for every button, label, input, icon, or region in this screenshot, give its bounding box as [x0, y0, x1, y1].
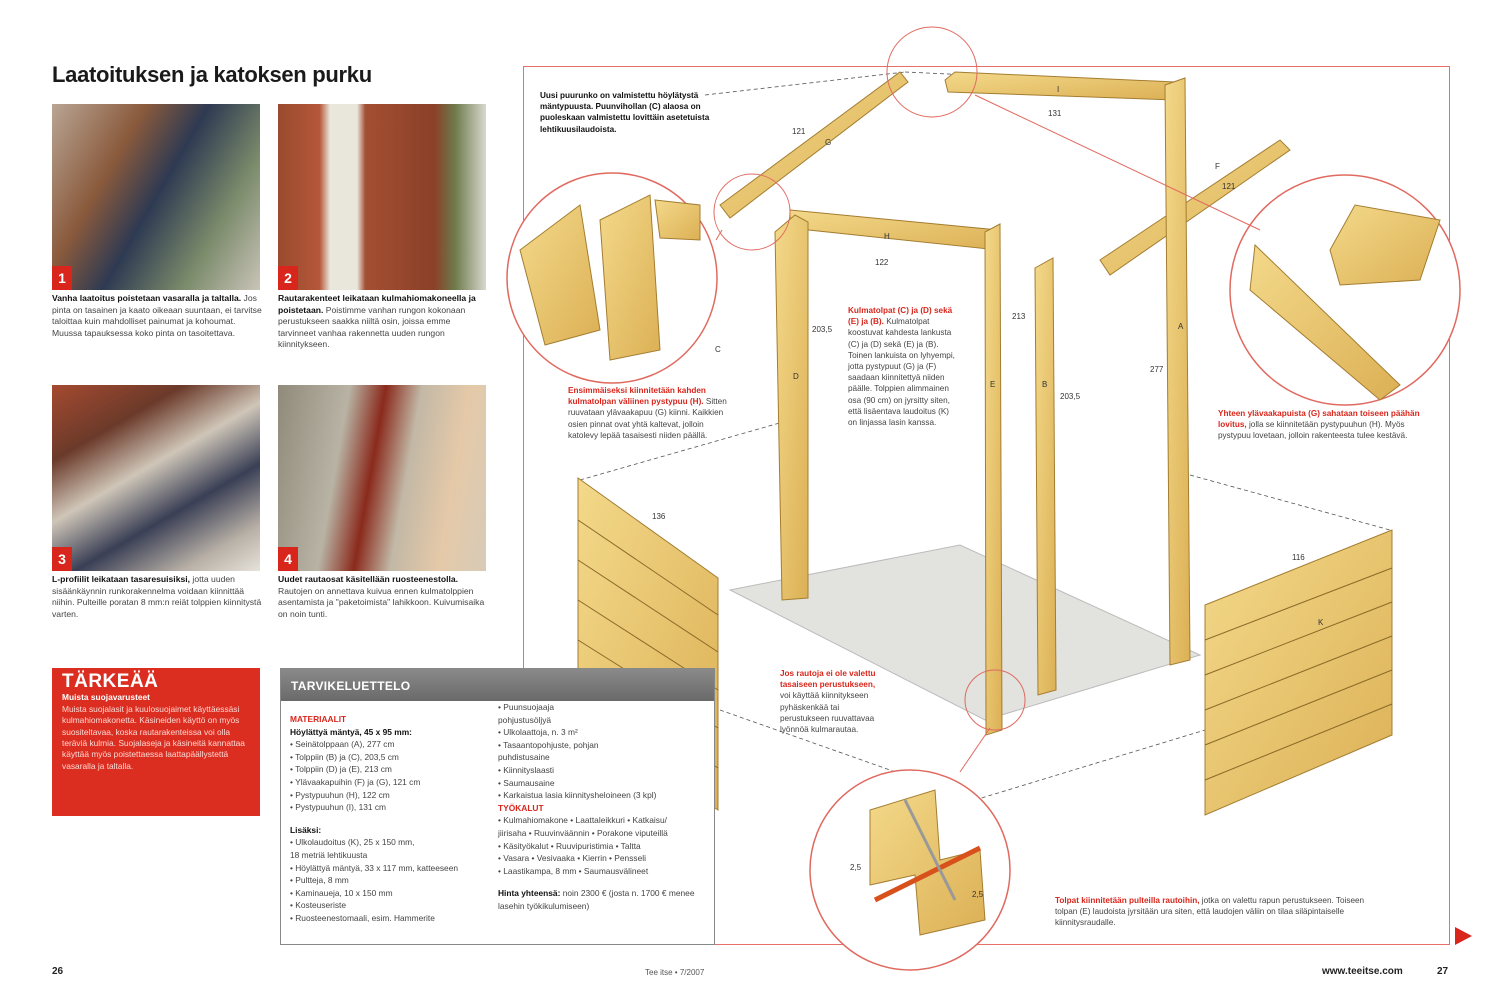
list-item: • Ulkolaattoja, n. 3 m² — [498, 727, 578, 738]
list-item: • Tolppiin (D) ja (E), 213 cm — [290, 764, 392, 775]
label-G: G — [825, 138, 832, 147]
page-number-right: 27 — [1437, 966, 1449, 977]
list-item: • Karkaistua lasia kiinnitysheloineen (3… — [498, 790, 657, 801]
dim-116: 116 — [1292, 553, 1305, 562]
list-item: • Ylävaakapuihin (F) ja (G), 121 cm — [290, 776, 421, 787]
photo-3-grinding-profile: 3 — [52, 385, 260, 571]
annotation-step1: Ensimmäiseksi kiinnitetään kahden kulmat… — [568, 386, 727, 440]
concrete-floor — [728, 544, 1202, 721]
list-item: • Käsityökalut • Ruuvipuristimia • Taltt… — [498, 840, 641, 851]
list-item: puhdistusaine — [498, 752, 550, 763]
label-D: D — [793, 372, 799, 381]
website-link[interactable]: www.teeitse.com — [1322, 966, 1403, 977]
photo-number: 3 — [52, 547, 72, 571]
dim-136: 136 — [652, 512, 666, 521]
dim-2-5-b: 2,5 — [972, 890, 984, 899]
wood-label: Höylättyä mäntyä, 45 x 95 mm: — [290, 726, 412, 737]
photo-2-cutting-iron: 2 — [278, 104, 486, 290]
dim-131: 131 — [1048, 109, 1062, 118]
materials-right-column: • Puunsuojaaja pohjustusöljyä • Ulkolaat… — [498, 701, 710, 913]
post-A — [1164, 77, 1191, 666]
tools-label: TYÖKALUT — [498, 802, 544, 813]
list-item: • Laastikampa, 8 mm • Saumausvälineet — [498, 865, 649, 876]
dim-2-5-a: 2,5 — [850, 863, 862, 872]
list-item: • Kaminaueja, 10 x 150 mm — [290, 887, 393, 898]
list-item: • Pultteja, 8 mm — [290, 875, 349, 886]
important-subtitle: Muista suojavarusteet — [62, 692, 150, 703]
list-item: • Kosteuseriste — [290, 900, 346, 911]
dim-277: 277 — [1150, 365, 1164, 374]
dim-203-5-right: 203,5 — [1060, 392, 1081, 401]
list-item: pohjustusöljyä — [498, 714, 552, 725]
photo-caption-2: Rautarakenteet leikataan kulmahiomakonee… — [278, 293, 476, 350]
diagram-frame — [523, 66, 1450, 945]
list-item: • Saumausaine — [498, 777, 555, 788]
photo-4-painting-rustproof: 4 — [278, 385, 486, 571]
photo-number: 2 — [278, 266, 298, 290]
photo-caption-3: L-profiilit leikataan tasaresuisiksi, jo… — [52, 574, 262, 619]
list-item: • Tolppiin (B) ja (C), 203,5 cm — [290, 751, 399, 762]
beam-F — [1099, 139, 1291, 276]
list-item: • Pystypuuhun (I), 131 cm — [290, 802, 387, 813]
annotation-corner-posts: Kulmatolpat (C) ja (D) sekä (E) ja (B). … — [848, 306, 955, 428]
label-A: A — [1178, 322, 1184, 331]
materials-list-box: TARVIKELUETTELO MATERIAALIT Höylättyä mä… — [280, 668, 715, 945]
annotation-iron: Jos rautoja ei ole valettu tasaiseen per… — [780, 669, 876, 735]
post-E — [984, 223, 1003, 736]
list-item: • Kulmahiomakone • Laattaleikkuri • Katk… — [498, 815, 667, 826]
magazine-name: Tee itse • 7/2007 — [645, 968, 705, 977]
dim-203-5-left: 203,5 — [812, 325, 833, 334]
beam-H — [789, 209, 999, 251]
next-page-arrow-icon — [1455, 927, 1472, 945]
dim-213: 213 — [1012, 312, 1026, 321]
label-K: K — [1318, 618, 1324, 627]
post-C-D — [774, 214, 809, 601]
total-cost: Hinta yhteensä: noin 2300 € (josta n. 17… — [498, 888, 695, 911]
materials-left-column: MATERIAALIT Höylättyä mäntyä, 45 x 95 mm… — [290, 713, 500, 925]
important-box: TÄRKEÄÄ Muista suojavarusteet Muista suo… — [52, 668, 260, 816]
callout-circle-base — [964, 669, 1026, 731]
list-item: • Puunsuojaaja — [498, 702, 555, 712]
list-item: 18 metriä lehtikuusta — [290, 849, 368, 860]
callout-circle-left — [713, 173, 791, 251]
page-title: Laatoituksen ja katoksen purku — [52, 62, 372, 87]
label-F: F — [1215, 162, 1220, 171]
list-item: jiirisaha • Ruuvinväännin • Porakone vip… — [498, 827, 668, 838]
photo-number: 4 — [278, 547, 298, 571]
label-I: I — [1057, 85, 1060, 94]
annotation-bolts: Tolpat kiinnitetään pulteilla rautoihin,… — [1055, 896, 1365, 928]
list-item: • Ruosteenestomaali, esim. Hammerite — [290, 912, 435, 923]
label-E: E — [990, 380, 996, 389]
beam-I — [944, 71, 1176, 101]
materials-header: TARVIKELUETTELO — [281, 669, 714, 701]
cladding-right — [1204, 529, 1393, 816]
dim-121-left: 121 — [792, 127, 806, 136]
important-title: TÄRKEÄÄ — [62, 671, 159, 692]
post-B — [1034, 257, 1057, 696]
photo-caption-4: Uudet rautaosat käsitellään ruosteenesto… — [278, 574, 485, 619]
annotation-notch: Yhteen ylävaakapuista (G) sahataan toise… — [1218, 409, 1420, 441]
annotation-intro: Uusi puurunko on valmistettu höylätystä … — [540, 91, 710, 134]
list-item: • Ulkolaudoitus (K), 25 x 150 mm, — [290, 837, 415, 848]
important-text: Muista suojalasit ja kuulosuojaimet käyt… — [62, 703, 245, 771]
label-H: H — [884, 232, 890, 241]
extra-label: Lisäksi: — [290, 824, 322, 835]
list-item: • Tasaantopohjuste, pohjan — [498, 739, 599, 750]
list-item: • Pystypuuhun (H), 122 cm — [290, 789, 390, 800]
list-item: • Höylättyä mäntyä, 33 x 117 mm, kattees… — [290, 862, 459, 873]
callout-circle-top — [886, 26, 978, 118]
beam-G — [719, 71, 909, 219]
dim-122: 122 — [875, 258, 889, 267]
list-item: • Vasara • Vesivaaka • Kierrin • Penssel… — [498, 853, 646, 864]
photo-1-removing-tiles: 1 — [52, 104, 260, 290]
photo-caption-1: Vanha laatoitus poistetaan vasaralla ja … — [52, 293, 262, 338]
photo-number: 1 — [52, 266, 72, 290]
materials-label: MATERIAALIT — [290, 714, 347, 724]
dim-121-right: 121 — [1222, 182, 1236, 191]
list-item: • Kiinnityslaasti — [498, 764, 554, 775]
label-C: C — [715, 345, 721, 354]
list-item: • Seinätolppaan (A), 277 cm — [290, 739, 395, 750]
label-B: B — [1042, 380, 1048, 389]
page-number-left: 26 — [52, 966, 64, 977]
